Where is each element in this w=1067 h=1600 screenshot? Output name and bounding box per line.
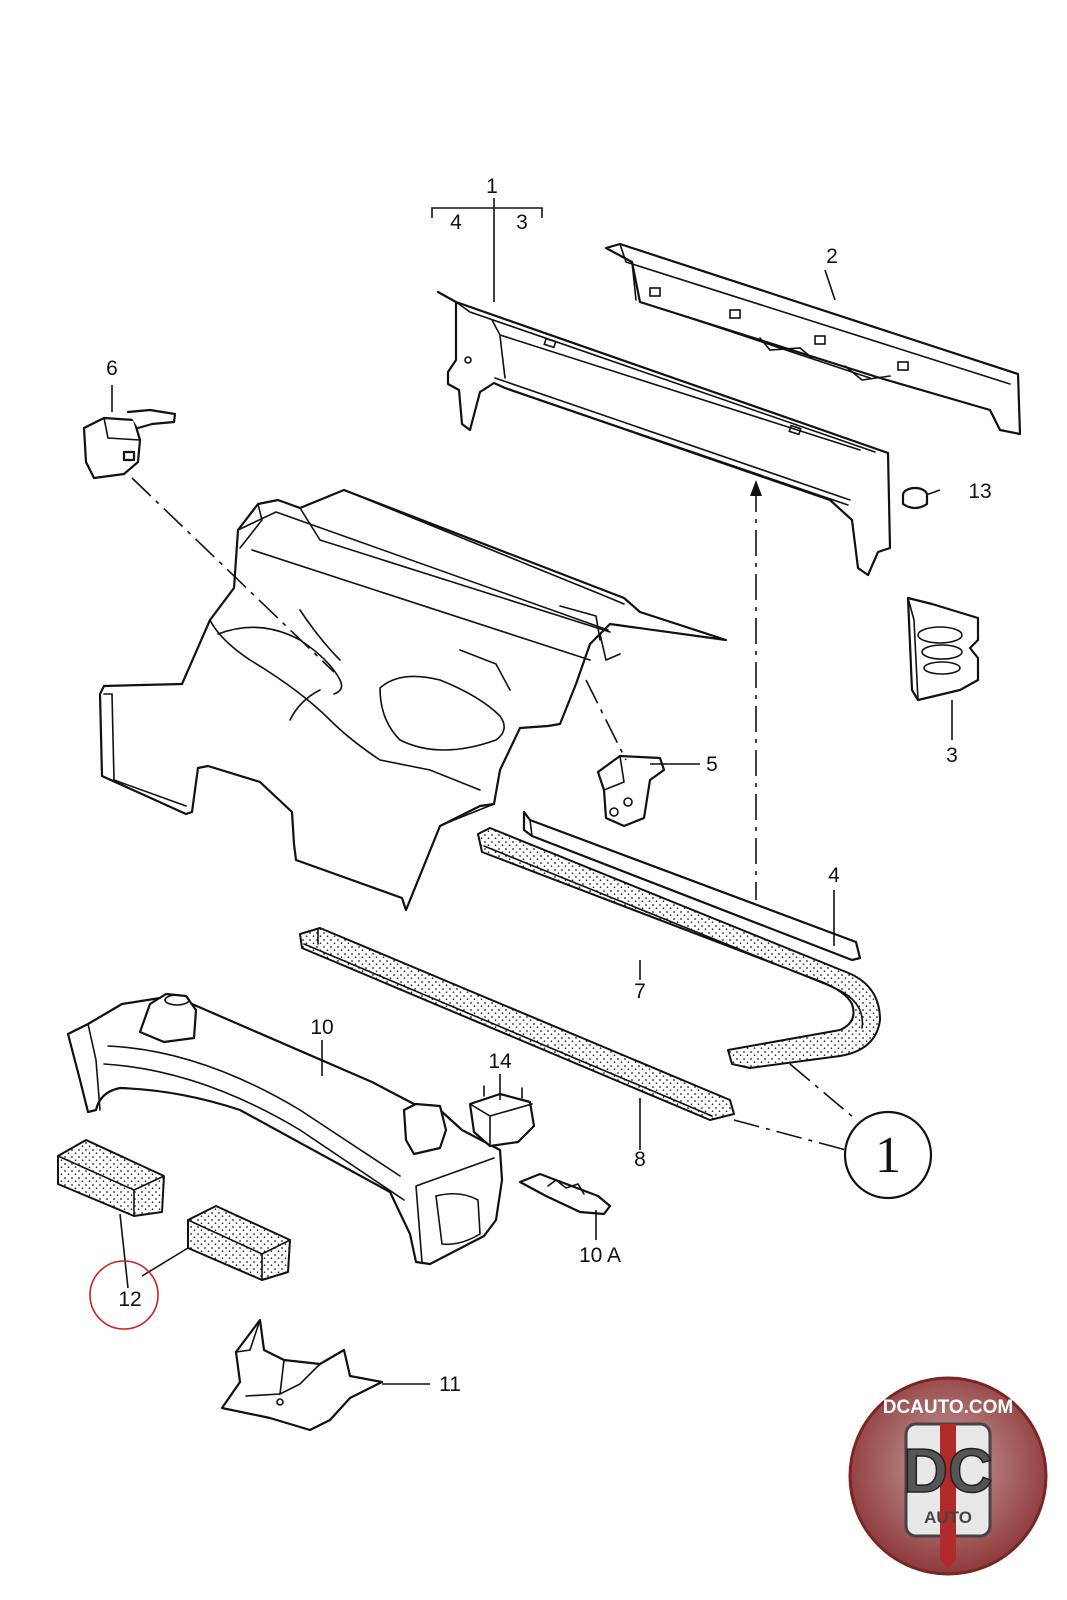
callout-4: 4	[828, 864, 840, 887]
callout-8: 8	[634, 1148, 646, 1171]
leader-lines	[111, 198, 953, 1385]
part-10-crossmember	[66, 992, 504, 1266]
callout-12: 12	[118, 1288, 141, 1311]
part-14-mount	[468, 1085, 536, 1148]
logo-mark: DC	[903, 1437, 993, 1506]
logo-sub-text: AUTO	[924, 1508, 972, 1527]
callout-5: 5	[706, 753, 718, 776]
part-7-seal	[477, 827, 881, 1069]
part-2-upper-reinforcement	[604, 242, 1022, 436]
callout-labels: 1 4 3 2 3 4 5 6 7 8 10 10 A 11 12 13 14	[106, 175, 992, 1396]
part-13-grommet	[901, 486, 929, 510]
callout-7: 7	[634, 980, 646, 1003]
part-11-bracket	[220, 1318, 384, 1432]
part-5-bracket	[596, 754, 666, 828]
callout-3: 3	[946, 744, 958, 767]
dcauto-logo: DCAUTO.COM DC AUTO	[848, 1376, 1048, 1576]
callout-10a: 10 A	[579, 1244, 621, 1267]
part-12-foam-blocks	[57, 1139, 291, 1281]
part-1-rear-panel	[436, 290, 892, 577]
part-10a-bracket	[518, 1172, 612, 1216]
logo-top-text: DCAUTO.COM	[883, 1397, 1014, 1418]
reference-circle: 1	[843, 1110, 933, 1200]
highlight-circle	[89, 1260, 159, 1330]
callout-2: 2	[826, 245, 838, 268]
callout-1-right: 3	[516, 211, 528, 234]
reference-circle-label: 1	[875, 1127, 901, 1184]
callout-11: 11	[439, 1373, 461, 1396]
callout-13: 13	[968, 480, 991, 503]
callout-1: 1	[486, 175, 498, 198]
part-3-bracket	[906, 596, 980, 702]
callout-6: 6	[106, 357, 118, 380]
callout-14: 14	[488, 1050, 512, 1073]
callout-1-left: 4	[450, 211, 462, 234]
part-6-bracket	[82, 408, 177, 480]
floor-panel	[98, 488, 728, 912]
part-4-rail	[522, 810, 862, 962]
part-8-seal	[299, 927, 735, 1121]
callout-10: 10	[310, 1016, 333, 1039]
